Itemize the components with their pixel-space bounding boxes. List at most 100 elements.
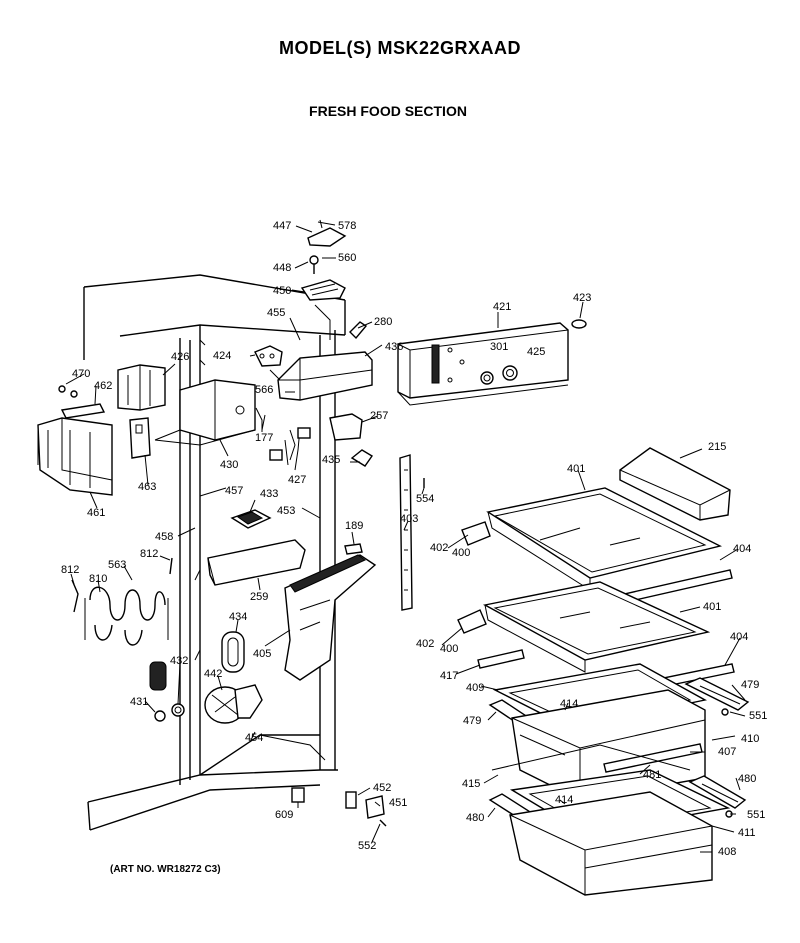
label-810: 810	[89, 573, 107, 585]
section-subtitle: FRESH FOOD SECTION	[309, 103, 467, 119]
clip-551a	[721, 708, 729, 716]
label-461: 461	[87, 507, 105, 519]
cabinet-outline	[83, 274, 346, 831]
tube-812b	[169, 557, 173, 575]
label-447: 447	[273, 220, 291, 232]
part-280	[349, 321, 368, 340]
label-400b: 400	[440, 643, 458, 655]
label-551b: 551	[747, 809, 765, 821]
shelf-glass-401a	[486, 487, 723, 591]
screw-448	[309, 255, 319, 274]
label-403: 403	[400, 513, 418, 525]
dairy-bin-215	[619, 447, 731, 521]
label-402a: 402	[430, 542, 448, 554]
shelf-support-402b	[457, 609, 487, 634]
label-452: 452	[373, 782, 391, 794]
cover-447	[307, 219, 347, 247]
label-259: 259	[250, 591, 268, 603]
label-609: 609	[275, 809, 293, 821]
clip-189	[344, 543, 363, 555]
label-480b: 480	[466, 812, 484, 824]
label-552: 552	[358, 840, 376, 852]
knob-301	[480, 371, 494, 385]
label-424: 424	[213, 350, 231, 362]
label-480a: 480	[738, 773, 756, 785]
wire-177	[255, 407, 263, 432]
tube-812a	[71, 579, 79, 613]
label-812b: 812	[140, 548, 158, 560]
control-panel-421	[397, 322, 569, 406]
knob-425	[502, 365, 518, 381]
switch-257	[329, 413, 363, 441]
label-432: 432	[170, 655, 188, 667]
label-410: 410	[741, 733, 759, 745]
fitting-432	[171, 703, 185, 717]
label-421: 421	[493, 301, 511, 313]
label-563: 563	[108, 559, 126, 571]
heater-810	[84, 586, 169, 646]
control-housing-436	[277, 351, 373, 401]
hinge-assembly-461	[37, 417, 113, 496]
screw-552	[379, 819, 387, 827]
bracket-426	[117, 364, 166, 411]
label-463: 463	[138, 481, 156, 493]
label-215: 215	[708, 441, 726, 453]
shelf-support-402a	[461, 521, 491, 546]
rail-480a	[688, 775, 747, 809]
label-405: 405	[253, 648, 271, 660]
label-479b: 479	[463, 715, 481, 727]
hinge-462	[60, 403, 106, 419]
label-404a: 404	[733, 543, 751, 555]
label-425: 425	[527, 346, 545, 358]
fan-442	[204, 684, 263, 724]
thermostat-424	[254, 345, 283, 367]
bracket-463	[129, 417, 151, 459]
rail-479a	[684, 677, 750, 711]
label-434: 434	[229, 611, 247, 623]
label-408: 408	[718, 846, 736, 858]
label-462: 462	[94, 380, 112, 392]
damper-450	[300, 279, 346, 301]
label-455: 455	[267, 307, 285, 319]
label-427: 427	[288, 474, 306, 486]
label-451: 451	[389, 797, 407, 809]
label-560: 560	[338, 252, 356, 264]
label-404b: 404	[730, 631, 748, 643]
leader-lines	[65, 221, 746, 853]
label-470: 470	[72, 368, 90, 380]
label-436: 436	[385, 341, 403, 353]
label-578: 578	[338, 220, 356, 232]
label-301: 301	[490, 341, 508, 353]
label-442: 442	[204, 668, 222, 680]
harness-427	[269, 427, 311, 471]
label-812a: 812	[61, 564, 79, 576]
drain-431	[149, 661, 167, 722]
label-457: 457	[225, 485, 243, 497]
label-566: 566	[255, 384, 273, 396]
bracket-451	[365, 795, 385, 819]
label-481: 481	[643, 769, 661, 781]
diagram-title: MODEL(S) MSK22GRXAAD	[278, 38, 521, 58]
label-430: 430	[220, 459, 238, 471]
label-257: 257	[370, 410, 388, 422]
label-433: 433	[260, 488, 278, 500]
label-479a: 479	[741, 679, 759, 691]
roller-609	[291, 787, 305, 803]
label-409: 409	[466, 682, 484, 694]
screws-470	[58, 385, 78, 398]
bulb-socket-435	[350, 449, 374, 467]
shelf-glass-401b	[482, 581, 711, 673]
art-number: (ART NO. WR18272 C3)	[110, 864, 221, 875]
label-417: 417	[440, 670, 458, 682]
label-450: 450	[273, 285, 291, 297]
label-415: 415	[462, 778, 480, 790]
duct-cover-405	[284, 554, 377, 681]
label-551a: 551	[749, 710, 767, 722]
label-426: 426	[171, 351, 189, 363]
rail-417	[477, 649, 525, 669]
label-458: 458	[155, 531, 173, 543]
duct-430	[154, 379, 256, 446]
label-435: 435	[322, 454, 340, 466]
label-554: 554	[416, 493, 434, 505]
label-448: 448	[273, 262, 291, 274]
